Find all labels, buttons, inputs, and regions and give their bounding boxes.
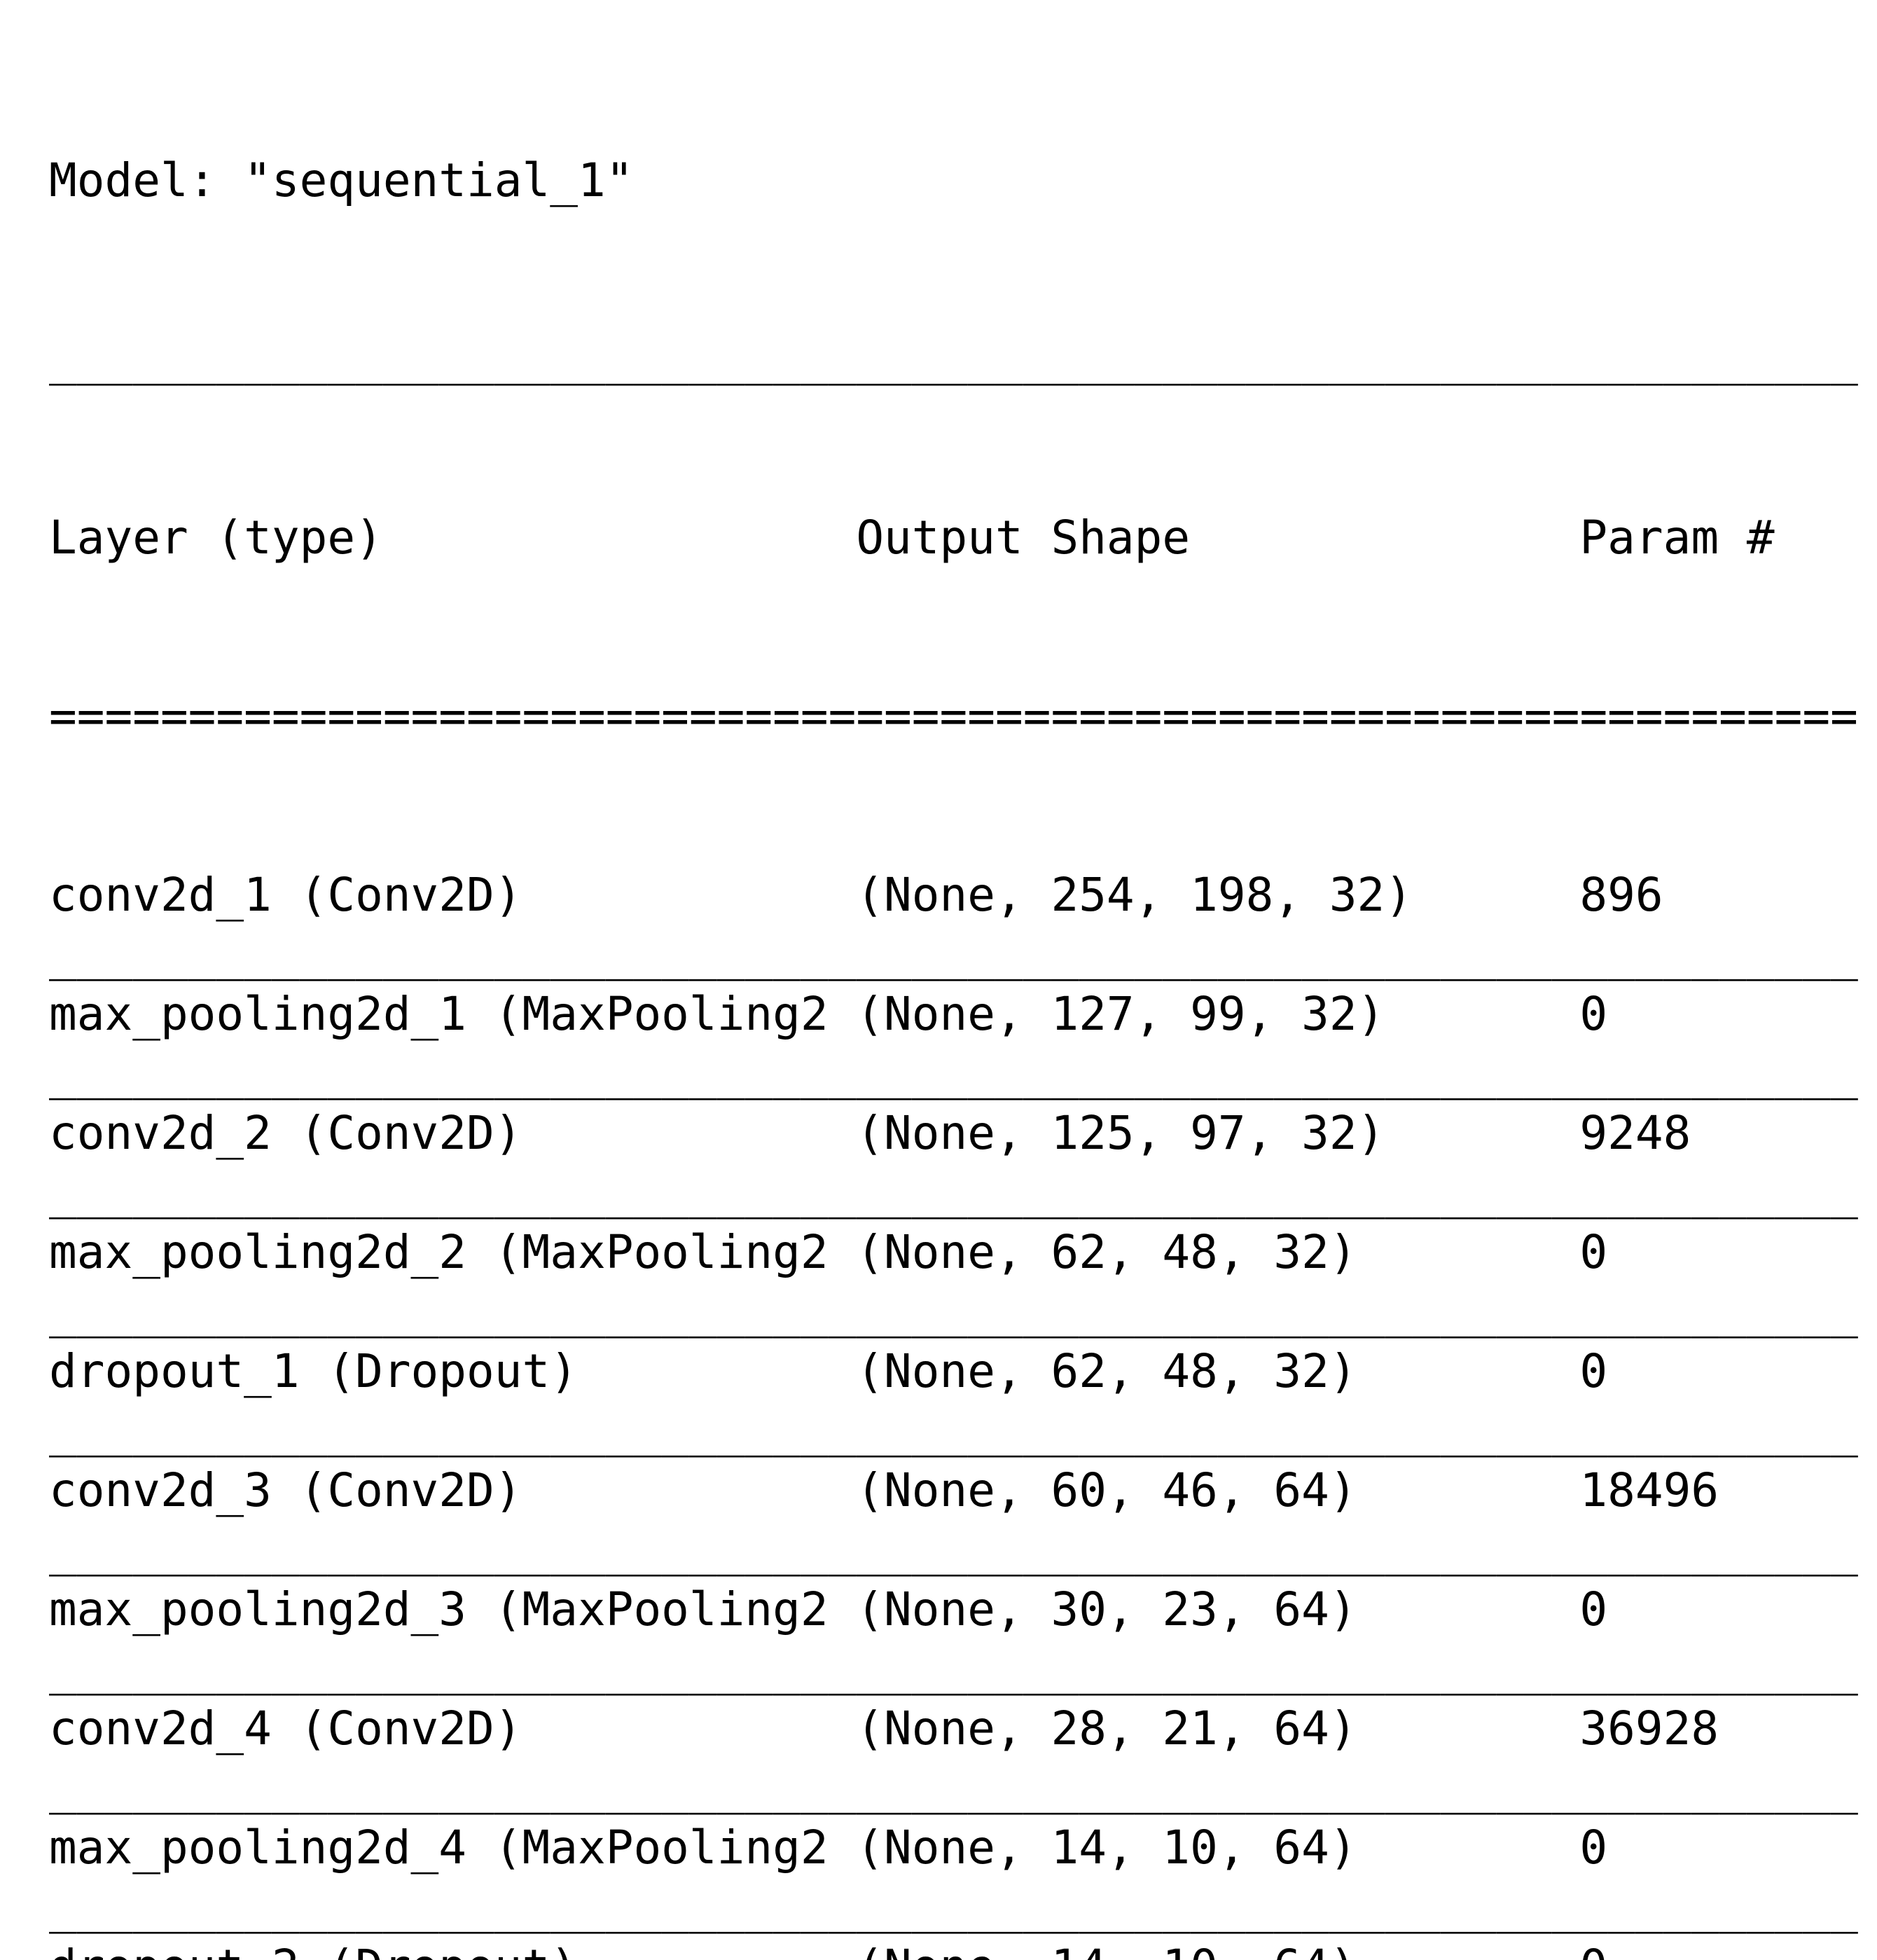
table-row: max_pooling2d_1 (MaxPooling2 (None, 127, …	[49, 984, 1877, 1044]
param-count-cell: 0	[1579, 1225, 1608, 1279]
layer-name-cell: conv2d_1 (Conv2D)	[49, 868, 522, 922]
separator-line: ________________________________________…	[49, 332, 1858, 386]
param-count-cell: 0	[1579, 987, 1608, 1041]
column-header-param-count: Param #	[1579, 511, 1775, 565]
column-header-output-shape: Output Shape	[856, 511, 1191, 565]
table-row: dropout_1 (Dropout) (None, 62, 48, 32) 0	[49, 1341, 1877, 1401]
param-count-cell: 0	[1579, 1582, 1608, 1636]
table-header: Layer (type) Output Shape Param #	[49, 508, 1877, 567]
output-shape-cell: (None, 62, 48, 32)	[856, 1225, 1357, 1279]
output-shape-cell: (None, 28, 21, 64)	[856, 1702, 1357, 1755]
separator-line: ________________________________________…	[49, 1523, 1858, 1577]
separator-line: ________________________________________…	[49, 1047, 1858, 1100]
table-row: conv2d_4 (Conv2D) (None, 28, 21, 64) 36928	[49, 1699, 1877, 1758]
output-shape-cell: (None, 60, 46, 64)	[856, 1463, 1357, 1517]
param-count-cell: 9248	[1579, 1106, 1691, 1160]
param-count-cell: 0	[1579, 1344, 1608, 1398]
separator-line: ________________________________________…	[49, 1166, 1858, 1220]
separator-line: ________________________________________…	[49, 1642, 1858, 1696]
separator-line: ________________________________________…	[49, 1285, 1858, 1339]
output-shape-cell: (None, 62, 48, 32)	[856, 1344, 1357, 1398]
param-count-cell: 0	[1579, 1821, 1608, 1875]
layer-name-cell: conv2d_2 (Conv2D)	[49, 1106, 522, 1160]
layer-name-cell: dropout_2 (Dropout)	[49, 1937, 856, 1960]
double-separator-line: ========================================…	[49, 689, 1858, 743]
param-count-cell: 36928	[1579, 1702, 1719, 1755]
layer-name-cell: max_pooling2d_3 (MaxPooling2	[49, 1582, 829, 1636]
table-row: max_pooling2d_2 (MaxPooling2 (None, 62, 4…	[49, 1222, 1877, 1282]
table-row: dropout_2 (Dropout)(None, 14, 10, 64)0	[49, 1937, 1877, 1960]
layer-name-cell: max_pooling2d_4 (MaxPooling2	[49, 1821, 829, 1875]
table-row: max_pooling2d_4 (MaxPooling2 (None, 14, 1…	[49, 1818, 1877, 1877]
layer-name-cell: conv2d_3 (Conv2D)	[49, 1463, 522, 1517]
separator-line: ________________________________________…	[49, 927, 1858, 981]
param-count-cell: 0	[1579, 1937, 1857, 1960]
output-shape-cell: (None, 125, 97, 32)	[856, 1106, 1385, 1160]
table-row: max_pooling2d_3 (MaxPooling2 (None, 30, 2…	[49, 1580, 1877, 1639]
table-row: conv2d_2 (Conv2D) (None, 125, 97, 32) 9248	[49, 1103, 1877, 1163]
table-row: conv2d_1 (Conv2D) (None, 254, 198, 32) 896	[49, 865, 1877, 925]
layer-name-cell: max_pooling2d_1 (MaxPooling2	[49, 987, 829, 1041]
model-title: Model: "sequential_1"	[49, 153, 634, 207]
separator-line: ________________________________________…	[49, 1880, 1858, 1934]
layer-name-cell: conv2d_4 (Conv2D)	[49, 1702, 522, 1755]
separator-line: ________________________________________…	[49, 1761, 1858, 1815]
output-shape-cell: (None, 14, 10, 64)	[856, 1937, 1579, 1960]
layer-name-cell: dropout_1 (Dropout)	[49, 1344, 578, 1398]
table-body: conv2d_1 (Conv2D) (None, 254, 198, 32) 896…	[49, 865, 1877, 1960]
output-shape-cell: (None, 127, 99, 32)	[856, 987, 1385, 1041]
separator-line: ________________________________________…	[49, 1404, 1858, 1458]
table-row: conv2d_3 (Conv2D) (None, 60, 46, 64) 18496	[49, 1461, 1877, 1520]
param-count-cell: 896	[1579, 868, 1663, 922]
param-count-cell: 18496	[1579, 1463, 1719, 1517]
output-shape-cell: (None, 14, 10, 64)	[856, 1821, 1357, 1875]
column-header-layer-type: Layer (type)	[49, 511, 383, 565]
output-shape-cell: (None, 30, 23, 64)	[856, 1582, 1357, 1636]
output-shape-cell: (None, 254, 198, 32)	[856, 868, 1413, 922]
layer-name-cell: max_pooling2d_2 (MaxPooling2	[49, 1225, 829, 1279]
